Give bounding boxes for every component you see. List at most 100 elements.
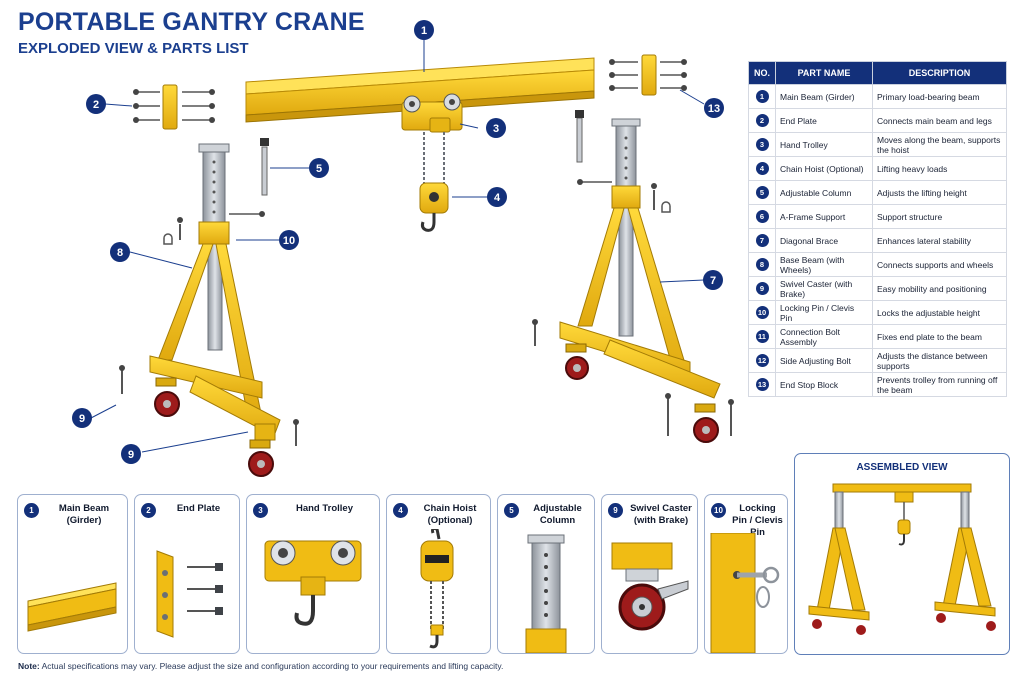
row-number: 6 xyxy=(755,210,769,223)
callout-4: 4 xyxy=(487,187,507,207)
detail-card-hand-trolley: 3 Hand Trolley xyxy=(246,494,380,654)
row-description: Connects main beam and legs xyxy=(872,108,1007,133)
detail-card-locking-pin: 10 Locking Pin / Clevis Pin xyxy=(704,494,788,654)
parts-list-table: NO. PART NAME DESCRIPTION 1 Main Beam (Gi… xyxy=(748,61,1007,397)
svg-text:8: 8 xyxy=(117,247,123,259)
card-number: 3 xyxy=(253,503,268,518)
row-number: 13 xyxy=(755,378,769,391)
row-description: Connects supports and wheels xyxy=(872,252,1007,277)
col-header-no: NO. xyxy=(748,61,776,85)
leader-lines xyxy=(90,40,705,453)
note-label: Note: xyxy=(18,661,40,671)
detail-card-end-plate: 2 End Plate xyxy=(134,494,240,654)
row-number: 5 xyxy=(755,186,769,199)
row-description: Locks the adjustable height xyxy=(872,300,1007,325)
locking-pin-illustration xyxy=(710,533,780,653)
footer-note: Note: Actual specifications may vary. Pl… xyxy=(18,661,503,671)
row-description: Adjusts the distance between supports xyxy=(872,348,1007,373)
callout-13: 13 xyxy=(704,98,724,118)
swivel-caster-illustration xyxy=(611,542,689,631)
row-number: 3 xyxy=(755,138,769,151)
svg-text:10: 10 xyxy=(283,235,295,247)
svg-text:3: 3 xyxy=(493,123,499,135)
row-part-name: Base Beam (with Wheels) xyxy=(775,252,873,277)
row-part-name: End Plate xyxy=(775,108,873,133)
card-number: 4 xyxy=(393,503,408,518)
detail-card-main-beam: 1 Main Beam (Girder) xyxy=(17,494,128,654)
card-title: Main Beam (Girder) xyxy=(58,503,110,526)
exploded-view-diagram: 1 2 3 4 5 7 8 9 9 10 13 xyxy=(72,20,734,477)
row-description: Lifting heavy loads xyxy=(872,156,1007,181)
right-a-frame xyxy=(532,110,734,443)
row-part-name: Side Adjusting Bolt xyxy=(775,348,873,373)
row-number: 10 xyxy=(755,306,769,319)
card-title: Hand Trolley xyxy=(295,503,353,514)
row-number: 9 xyxy=(755,282,769,295)
row-part-name: Locking Pin / Clevis Pin xyxy=(775,300,873,325)
assembled-crane-illustration xyxy=(808,483,996,635)
callout-7: 7 xyxy=(703,270,723,290)
row-number: 11 xyxy=(755,330,769,343)
row-part-name: Chain Hoist (Optional) xyxy=(775,156,873,181)
callout-2: 2 xyxy=(86,94,106,114)
svg-text:5: 5 xyxy=(316,163,322,175)
svg-text:4: 4 xyxy=(494,192,501,204)
row-part-name: Diagonal Brace xyxy=(775,228,873,253)
row-number: 8 xyxy=(755,258,769,271)
row-number: 1 xyxy=(755,90,769,103)
callout-9-bottom: 9 xyxy=(121,444,141,464)
page-subtitle: EXPLODED VIEW & PARTS LIST xyxy=(18,40,249,57)
row-part-name: A-Frame Support xyxy=(775,204,873,229)
assembled-view-panel: ASSEMBLED VIEW xyxy=(794,453,1010,655)
row-description: Prevents trolley from running off the be… xyxy=(872,372,1007,397)
card-title: Locking Pin / Clevis Pin xyxy=(732,503,783,538)
card-number: 5 xyxy=(504,503,519,518)
table-row: 8 Base Beam (with Wheels)Connects support… xyxy=(748,252,1007,277)
left-end-plate xyxy=(133,84,215,130)
card-number: 1 xyxy=(24,503,39,518)
svg-text:1: 1 xyxy=(421,25,427,37)
table-row: 4 Chain Hoist (Optional)Lifting heavy loa… xyxy=(748,156,1007,181)
card-title: End Plate xyxy=(176,503,221,514)
adjustable-column-illustration xyxy=(525,534,567,653)
table-header-row: NO. PART NAME DESCRIPTION xyxy=(748,61,1007,85)
main-beam-illustration xyxy=(27,582,117,632)
detail-card-chain-hoist: 4 Chain Hoist (Optional) xyxy=(386,494,491,654)
svg-text:13: 13 xyxy=(708,103,720,115)
right-end-plate xyxy=(609,54,687,96)
card-number: 2 xyxy=(141,503,156,518)
row-description: Moves along the beam, supports the hoist xyxy=(872,132,1007,157)
row-description: Easy mobility and positioning xyxy=(872,276,1007,301)
assembled-view-title: ASSEMBLED VIEW xyxy=(856,462,948,473)
card-title: Chain Hoist (Optional) xyxy=(423,503,477,526)
row-part-name: Connection Bolt Assembly xyxy=(775,324,873,349)
card-title: Adjustable Column xyxy=(533,503,582,526)
svg-text:7: 7 xyxy=(710,275,716,287)
row-part-name: End Stop Block xyxy=(775,372,873,397)
card-number: 10 xyxy=(711,503,726,518)
card-title: Swivel Caster (with Brake) xyxy=(630,503,692,526)
callout-10: 10 xyxy=(279,230,299,250)
row-part-name: Main Beam (Girder) xyxy=(775,84,873,109)
page-title: PORTABLE GANTRY CRANE xyxy=(18,8,365,36)
chain-hoist-illustration xyxy=(420,529,454,649)
svg-text:2: 2 xyxy=(93,99,99,111)
row-number: 12 xyxy=(755,354,769,367)
left-a-frame xyxy=(119,138,299,477)
row-description: Enhances lateral stability xyxy=(872,228,1007,253)
note-text: Actual specifications may vary. Please a… xyxy=(41,661,504,671)
row-description: Fixes end plate to the beam xyxy=(872,324,1007,349)
svg-text:9: 9 xyxy=(128,449,134,461)
row-number: 4 xyxy=(755,162,769,175)
callout-3: 3 xyxy=(486,118,506,138)
